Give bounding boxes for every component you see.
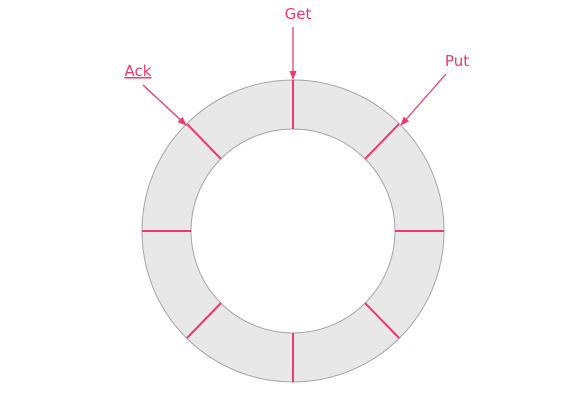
slot-divider (364, 123, 400, 160)
slot-divider (186, 302, 222, 339)
slot-divider (186, 123, 222, 160)
put-label: Put (445, 52, 469, 70)
get-label: Get (285, 5, 312, 23)
slot-divider (364, 302, 400, 339)
ack-pointer-arrow (142, 84, 187, 126)
slot-dividers (142, 80, 444, 382)
put-pointer-arrow (400, 73, 447, 126)
ack-label: Ack (125, 62, 152, 80)
